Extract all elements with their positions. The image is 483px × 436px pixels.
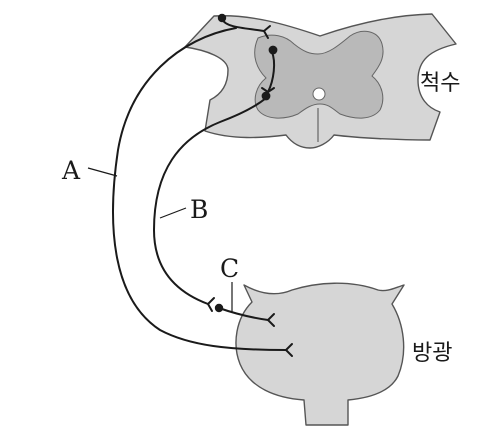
leader-line-b (159, 207, 187, 219)
nerve-b (152, 97, 267, 312)
label-bladder: 방광 (412, 341, 452, 366)
interneuron-cell-body (268, 45, 278, 55)
label-a: A (61, 156, 81, 185)
spinal-cord-grey-matter (254, 30, 384, 119)
nerve-c-cell-body (214, 303, 224, 313)
label-spinal-cord: 척수 (420, 71, 460, 96)
interneuron (261, 51, 276, 93)
bladder-shape (235, 282, 405, 426)
nerve-c (218, 307, 275, 327)
label-b: B (190, 195, 208, 224)
label-c: C (220, 254, 239, 283)
leader-line-a (87, 167, 118, 177)
central-canal (312, 87, 326, 101)
nerve-b-cell-body (261, 91, 271, 101)
nerve-a-cell-body (217, 13, 227, 23)
